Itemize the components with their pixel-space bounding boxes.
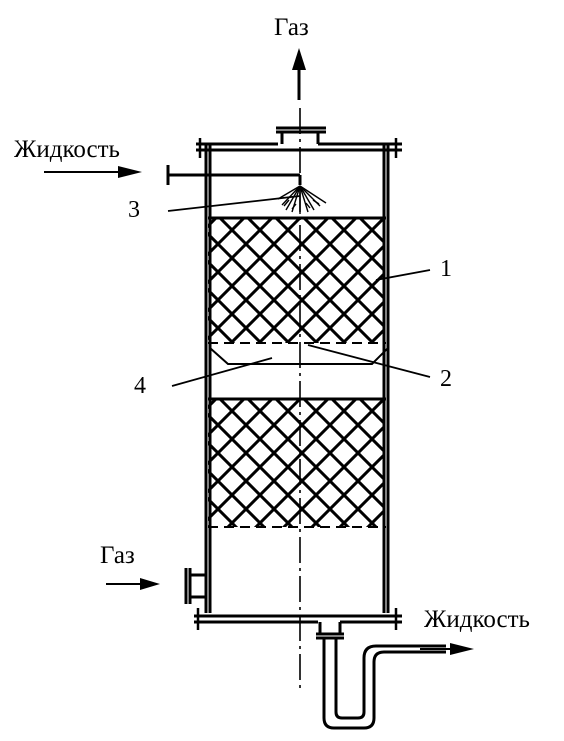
callout-2: 2	[440, 366, 452, 392]
liquid-outlet-pipe	[322, 638, 446, 730]
sprayer-icon	[277, 185, 327, 214]
flange-marks	[196, 138, 398, 630]
gas-inlet-arrow	[106, 578, 160, 590]
upper-packing-bed	[208, 216, 386, 344]
liquid-inlet-pipe	[166, 165, 302, 185]
liquid-redistributor	[209, 347, 389, 365]
callout-1: 1	[440, 256, 452, 282]
gas-outlet-nozzle	[276, 126, 326, 144]
callout-4: 4	[134, 373, 146, 399]
leader-lines	[167, 195, 431, 387]
liquid-inlet-arrow	[44, 166, 142, 178]
liquid-outlet-arrow	[420, 643, 474, 655]
lower-packing-bed	[208, 397, 386, 528]
column-shell	[194, 142, 402, 624]
gas-outlet-label: Газ	[274, 14, 309, 41]
gas-outlet-arrow	[292, 48, 306, 100]
liquid-inlet-label: Жидкость	[14, 136, 120, 163]
liquid-outlet-nozzle	[316, 622, 344, 640]
liquid-outlet-label: Жидкость	[424, 606, 530, 633]
gas-inlet-nozzle	[184, 568, 206, 604]
callout-3: 3	[128, 197, 140, 223]
gas-inlet-label: Газ	[100, 542, 135, 569]
